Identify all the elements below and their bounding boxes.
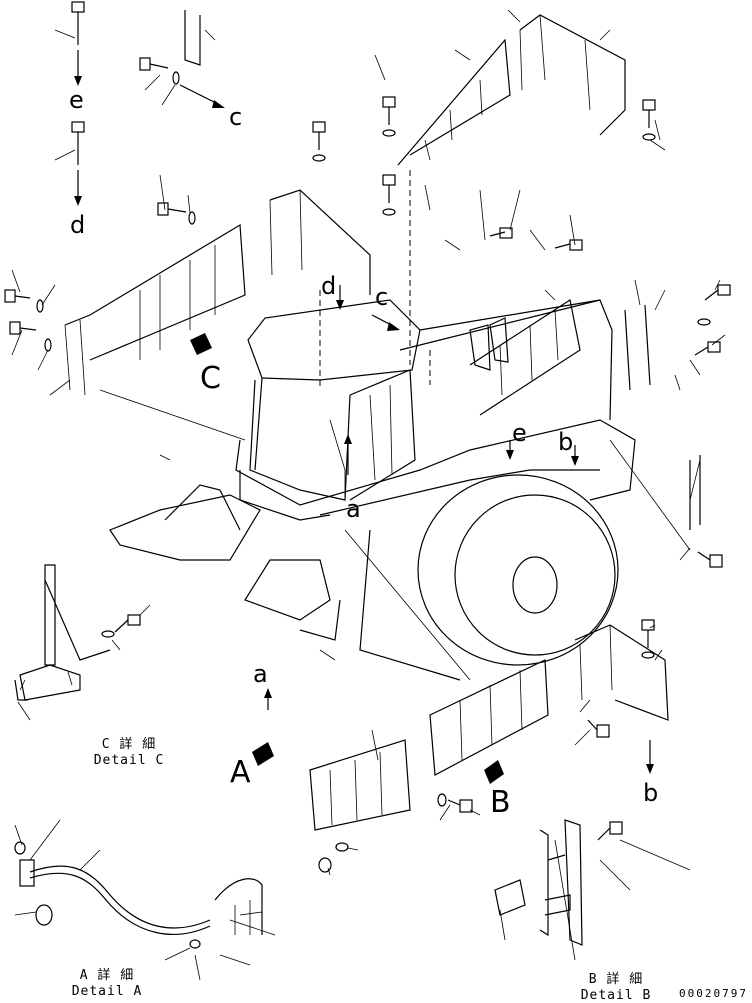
- detail-b-en: Detail B: [580, 988, 652, 1003]
- view-label-c: C: [200, 361, 221, 396]
- loader-body: [99, 170, 691, 681]
- detail-a-jp: A 詳 細: [79, 968, 135, 983]
- detail-b-drawing: [494, 819, 583, 946]
- detail-c-caption: C 詳 細 Detail C: [88, 737, 170, 769]
- detail-b-jp: B 詳 細: [588, 972, 644, 987]
- detail-a-en: Detail A: [71, 984, 143, 999]
- flow-arrows: [74, 50, 654, 784]
- callout-d-left: d: [70, 211, 86, 239]
- callout-e-top: e: [69, 86, 84, 114]
- detail-a-caption: A 詳 細 Detail A: [66, 968, 148, 1000]
- callout-e-body: e: [512, 419, 527, 447]
- detail-b-caption: B 詳 細 Detail B: [575, 972, 657, 1003]
- callout-b-body: b: [558, 428, 574, 456]
- detail-c-en: Detail C: [93, 753, 165, 768]
- view-label-b: B: [490, 785, 511, 820]
- detail-a-drawing: [19, 859, 263, 935]
- callout-a-lower: a: [253, 660, 268, 688]
- leader-lines: [11, 9, 726, 981]
- callout-b-lower: b: [643, 779, 659, 807]
- handrails: [64, 10, 701, 831]
- callout-a-body: a: [346, 495, 361, 523]
- fasteners: [4, 1, 731, 949]
- view-label-a: A: [230, 755, 251, 790]
- detail-c-drawing: [14, 564, 111, 701]
- callout-c-top: c: [229, 103, 243, 131]
- callout-c-cab: c: [375, 283, 389, 311]
- callout-d-cab: d: [321, 272, 337, 300]
- detail-c-jp: C 詳 細: [101, 737, 157, 752]
- drawing-code: 00020797: [679, 987, 748, 1000]
